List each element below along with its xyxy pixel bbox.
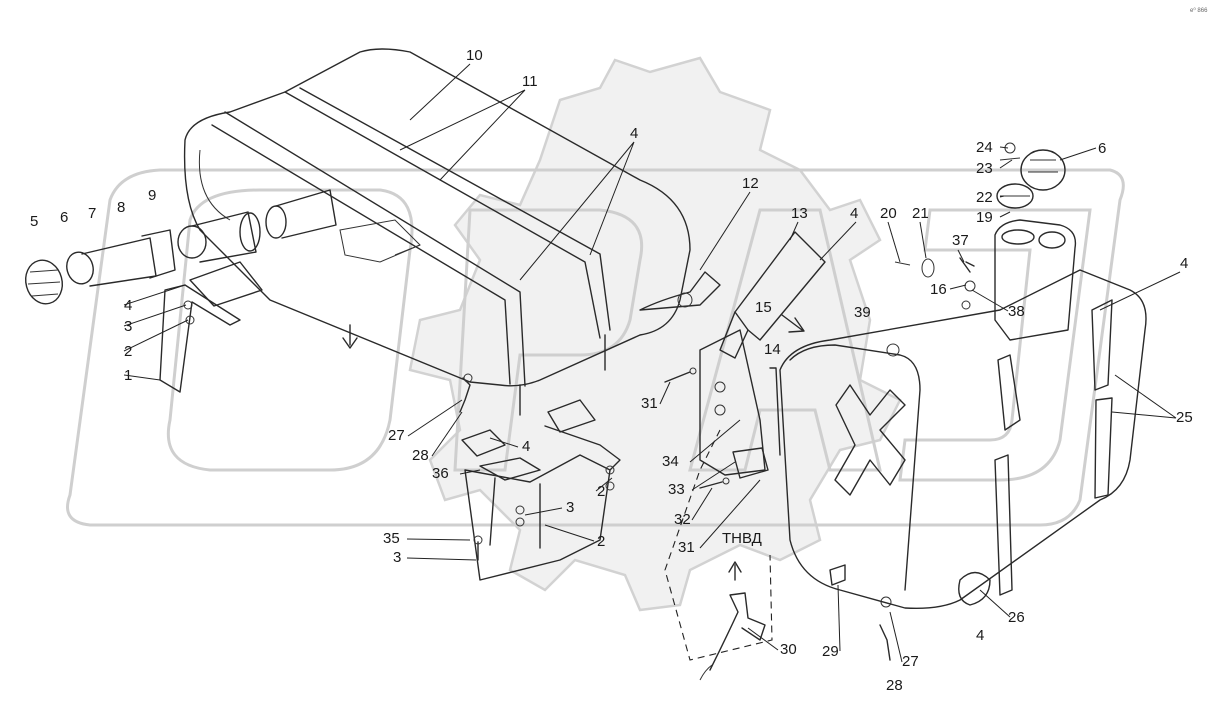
callout-38: 38 — [1008, 303, 1025, 320]
callout-27: 27 — [902, 653, 919, 670]
callout-26: 26 — [1008, 609, 1025, 626]
callout-24: 24 — [976, 139, 993, 156]
callout-37: 37 — [952, 232, 969, 249]
center-bracket — [699, 231, 826, 479]
callout-4: 4 — [850, 205, 858, 222]
callout-27: 27 — [388, 427, 405, 444]
callout-12: 12 — [742, 175, 759, 192]
filler-caps-right — [886, 142, 1066, 357]
callout-28: 28 — [886, 677, 903, 694]
callout-9: 9 — [148, 187, 156, 204]
callout-36: 36 — [432, 465, 449, 482]
callout-23: 23 — [976, 160, 993, 177]
callout-28: 28 — [412, 447, 429, 464]
callout-7: 7 — [88, 205, 96, 222]
callout-31: 31 — [678, 539, 695, 556]
callout-3: 3 — [393, 549, 401, 566]
arrow-icon — [781, 314, 805, 333]
callout-31: 31 — [641, 395, 658, 412]
callout-29: 29 — [822, 643, 839, 660]
callout-19: 19 — [976, 209, 993, 226]
fuel-supply-line — [664, 429, 773, 681]
callout-16: 16 — [930, 281, 947, 298]
callout-3: 3 — [124, 318, 132, 335]
callout-13: 13 — [791, 205, 808, 222]
watermark — [66, 56, 1125, 612]
callout-4: 4 — [976, 627, 984, 644]
left-fuel-tank — [183, 48, 691, 416]
fuel-line — [639, 271, 721, 311]
callout-4: 4 — [522, 438, 530, 455]
callout-39: 39 — [854, 304, 871, 321]
callout-6: 6 — [60, 209, 68, 226]
callout-33: 33 — [668, 481, 685, 498]
callout-25: 25 — [1176, 409, 1193, 426]
callout-3: 3 — [566, 499, 574, 516]
callout-21: 21 — [912, 205, 929, 222]
callout-4: 4 — [1180, 255, 1188, 272]
callout-14: 14 — [764, 341, 781, 358]
right-fuel-tank — [779, 219, 1147, 610]
callout-11: 11 — [522, 73, 538, 90]
callout-5: 5 — [30, 213, 38, 230]
callout-20: 20 — [880, 205, 897, 222]
filler-neck-assembly — [25, 189, 337, 305]
hardware-items — [459, 367, 892, 661]
callout-4: 4 — [124, 297, 132, 314]
callout-35: 35 — [383, 530, 400, 547]
leader-lines — [123, 63, 1181, 663]
callout-labels: 10 11 4 12 13 4 20 21 24 23 6 22 19 37 1… — [30, 7, 1208, 694]
corner-note: e⁰ 866 — [1190, 7, 1208, 14]
callout-2: 2 — [597, 483, 605, 500]
callout-32: 32 — [674, 511, 691, 528]
left-bracket — [159, 261, 263, 393]
callout-30: 30 — [780, 641, 797, 658]
callout-2: 2 — [124, 343, 132, 360]
lower-bracket — [461, 399, 621, 581]
callout-15: 15 — [755, 299, 772, 316]
callout-2: 2 — [597, 533, 605, 550]
callout-8: 8 — [117, 199, 125, 216]
callout-6: 6 — [1098, 140, 1106, 157]
callout-10: 10 — [466, 47, 483, 64]
callout-4: 4 — [630, 125, 638, 142]
callout-22: 22 — [976, 189, 993, 206]
arrow-down-icon — [342, 324, 358, 349]
callout-34: 34 — [662, 453, 679, 470]
tnvd-label: ТНВД — [722, 530, 762, 547]
